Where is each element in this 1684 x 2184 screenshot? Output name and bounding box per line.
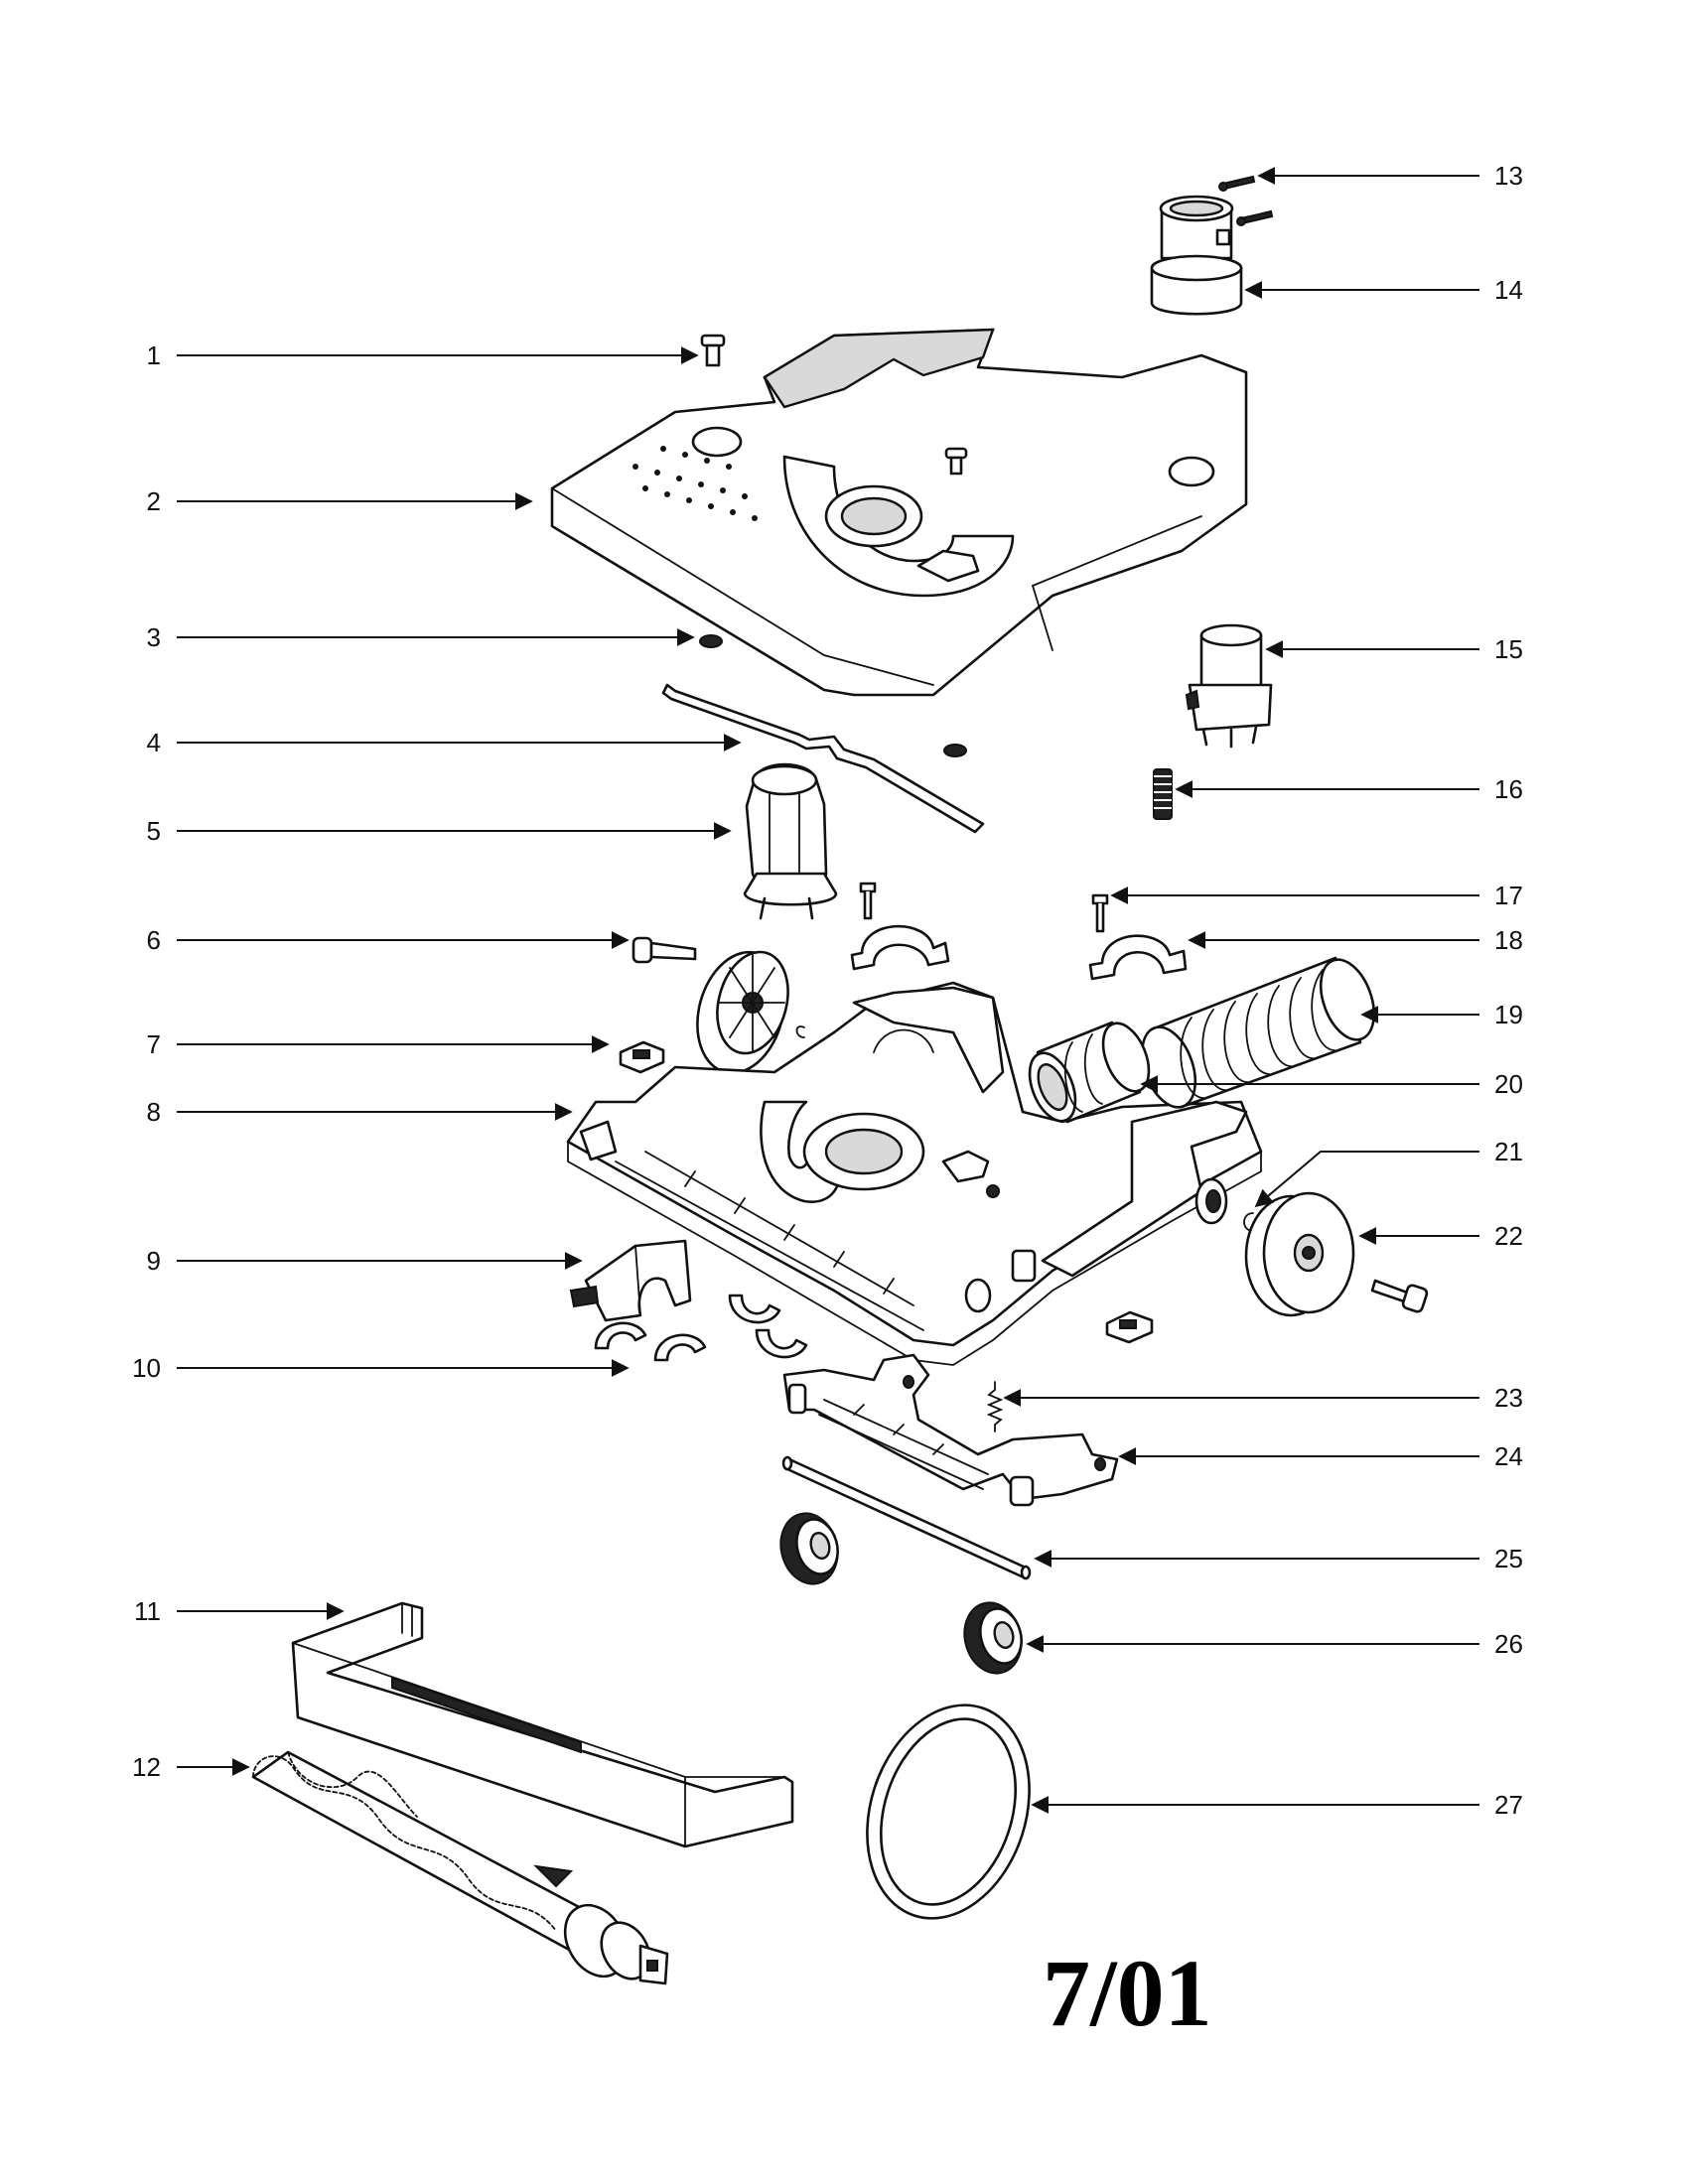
callout-23: 23	[1494, 1383, 1523, 1413]
callout-2: 2	[147, 486, 161, 516]
part-clip-right	[1105, 1310, 1154, 1344]
callout-20: 20	[1494, 1069, 1523, 1099]
callout-24: 24	[1494, 1441, 1523, 1471]
callout-3: 3	[147, 622, 161, 652]
part-20-hose-coupling	[1028, 1021, 1151, 1124]
part-18-hose-clip	[850, 924, 1188, 981]
revision-stamp: 7/01	[1043, 1940, 1212, 2046]
callout-14: 14	[1494, 275, 1523, 305]
part-19-hose	[1140, 956, 1376, 1109]
part-22-rear-wheel	[1244, 1191, 1429, 1317]
callout-17: 17	[1494, 881, 1523, 910]
callout-9: 9	[147, 1246, 161, 1276]
callout-10: 10	[132, 1353, 161, 1383]
callout-6: 6	[147, 925, 161, 955]
callout-13: 13	[1494, 161, 1523, 191]
callout-12: 12	[132, 1752, 161, 1782]
part-9-bracket	[569, 1239, 692, 1322]
callout-19: 19	[1494, 1000, 1523, 1029]
callout-8: 8	[147, 1097, 161, 1127]
part-12-brush-roll	[251, 1750, 669, 1985]
part-2-top-cover	[550, 328, 1248, 697]
callout-labels: 1 2 3 4 5 6 7 8 9 10 11 12 13 14 15 16 1…	[132, 161, 1523, 1820]
callout-16: 16	[1494, 774, 1523, 804]
part-6-axle-bolt	[632, 936, 697, 964]
callout-21: 21	[1494, 1137, 1523, 1166]
part-rear-wheel-left	[696, 950, 805, 1075]
callout-15: 15	[1494, 634, 1523, 664]
leader-lines	[177, 167, 1479, 1814]
callout-4: 4	[147, 728, 161, 757]
part-23-spring	[986, 1381, 1004, 1433]
part-15-switch	[1185, 623, 1273, 749]
callout-7: 7	[147, 1029, 161, 1059]
part-17-screw	[859, 882, 1109, 933]
part-5-duct-adapter	[743, 762, 838, 920]
part-27-belt	[866, 1704, 1031, 1920]
callout-5: 5	[147, 816, 161, 846]
part-10-bearing-halves	[594, 1294, 808, 1362]
callout-25: 25	[1494, 1544, 1523, 1573]
part-16-spring	[1153, 768, 1173, 820]
part-1-screw	[700, 334, 726, 367]
callout-1: 1	[147, 341, 161, 370]
part-14-hose-connector	[1150, 195, 1243, 316]
part-7-clip	[619, 1040, 665, 1074]
callout-22: 22	[1494, 1221, 1523, 1251]
part-13-screws	[1218, 175, 1274, 226]
part-25-rod	[781, 1455, 1032, 1580]
part-24-bottom-plate	[782, 1353, 1119, 1507]
part-8-base-housing	[566, 981, 1263, 1366]
part-11-bumper-frame	[291, 1601, 794, 1848]
callout-27: 27	[1494, 1790, 1523, 1820]
callout-11: 11	[134, 1596, 161, 1626]
part-4-gasket	[661, 683, 985, 834]
part-3-washer	[699, 634, 723, 648]
leader-21	[1254, 1151, 1479, 1208]
callout-18: 18	[1494, 925, 1523, 955]
part-26-pulley	[779, 1512, 1023, 1675]
callout-26: 26	[1494, 1629, 1523, 1659]
